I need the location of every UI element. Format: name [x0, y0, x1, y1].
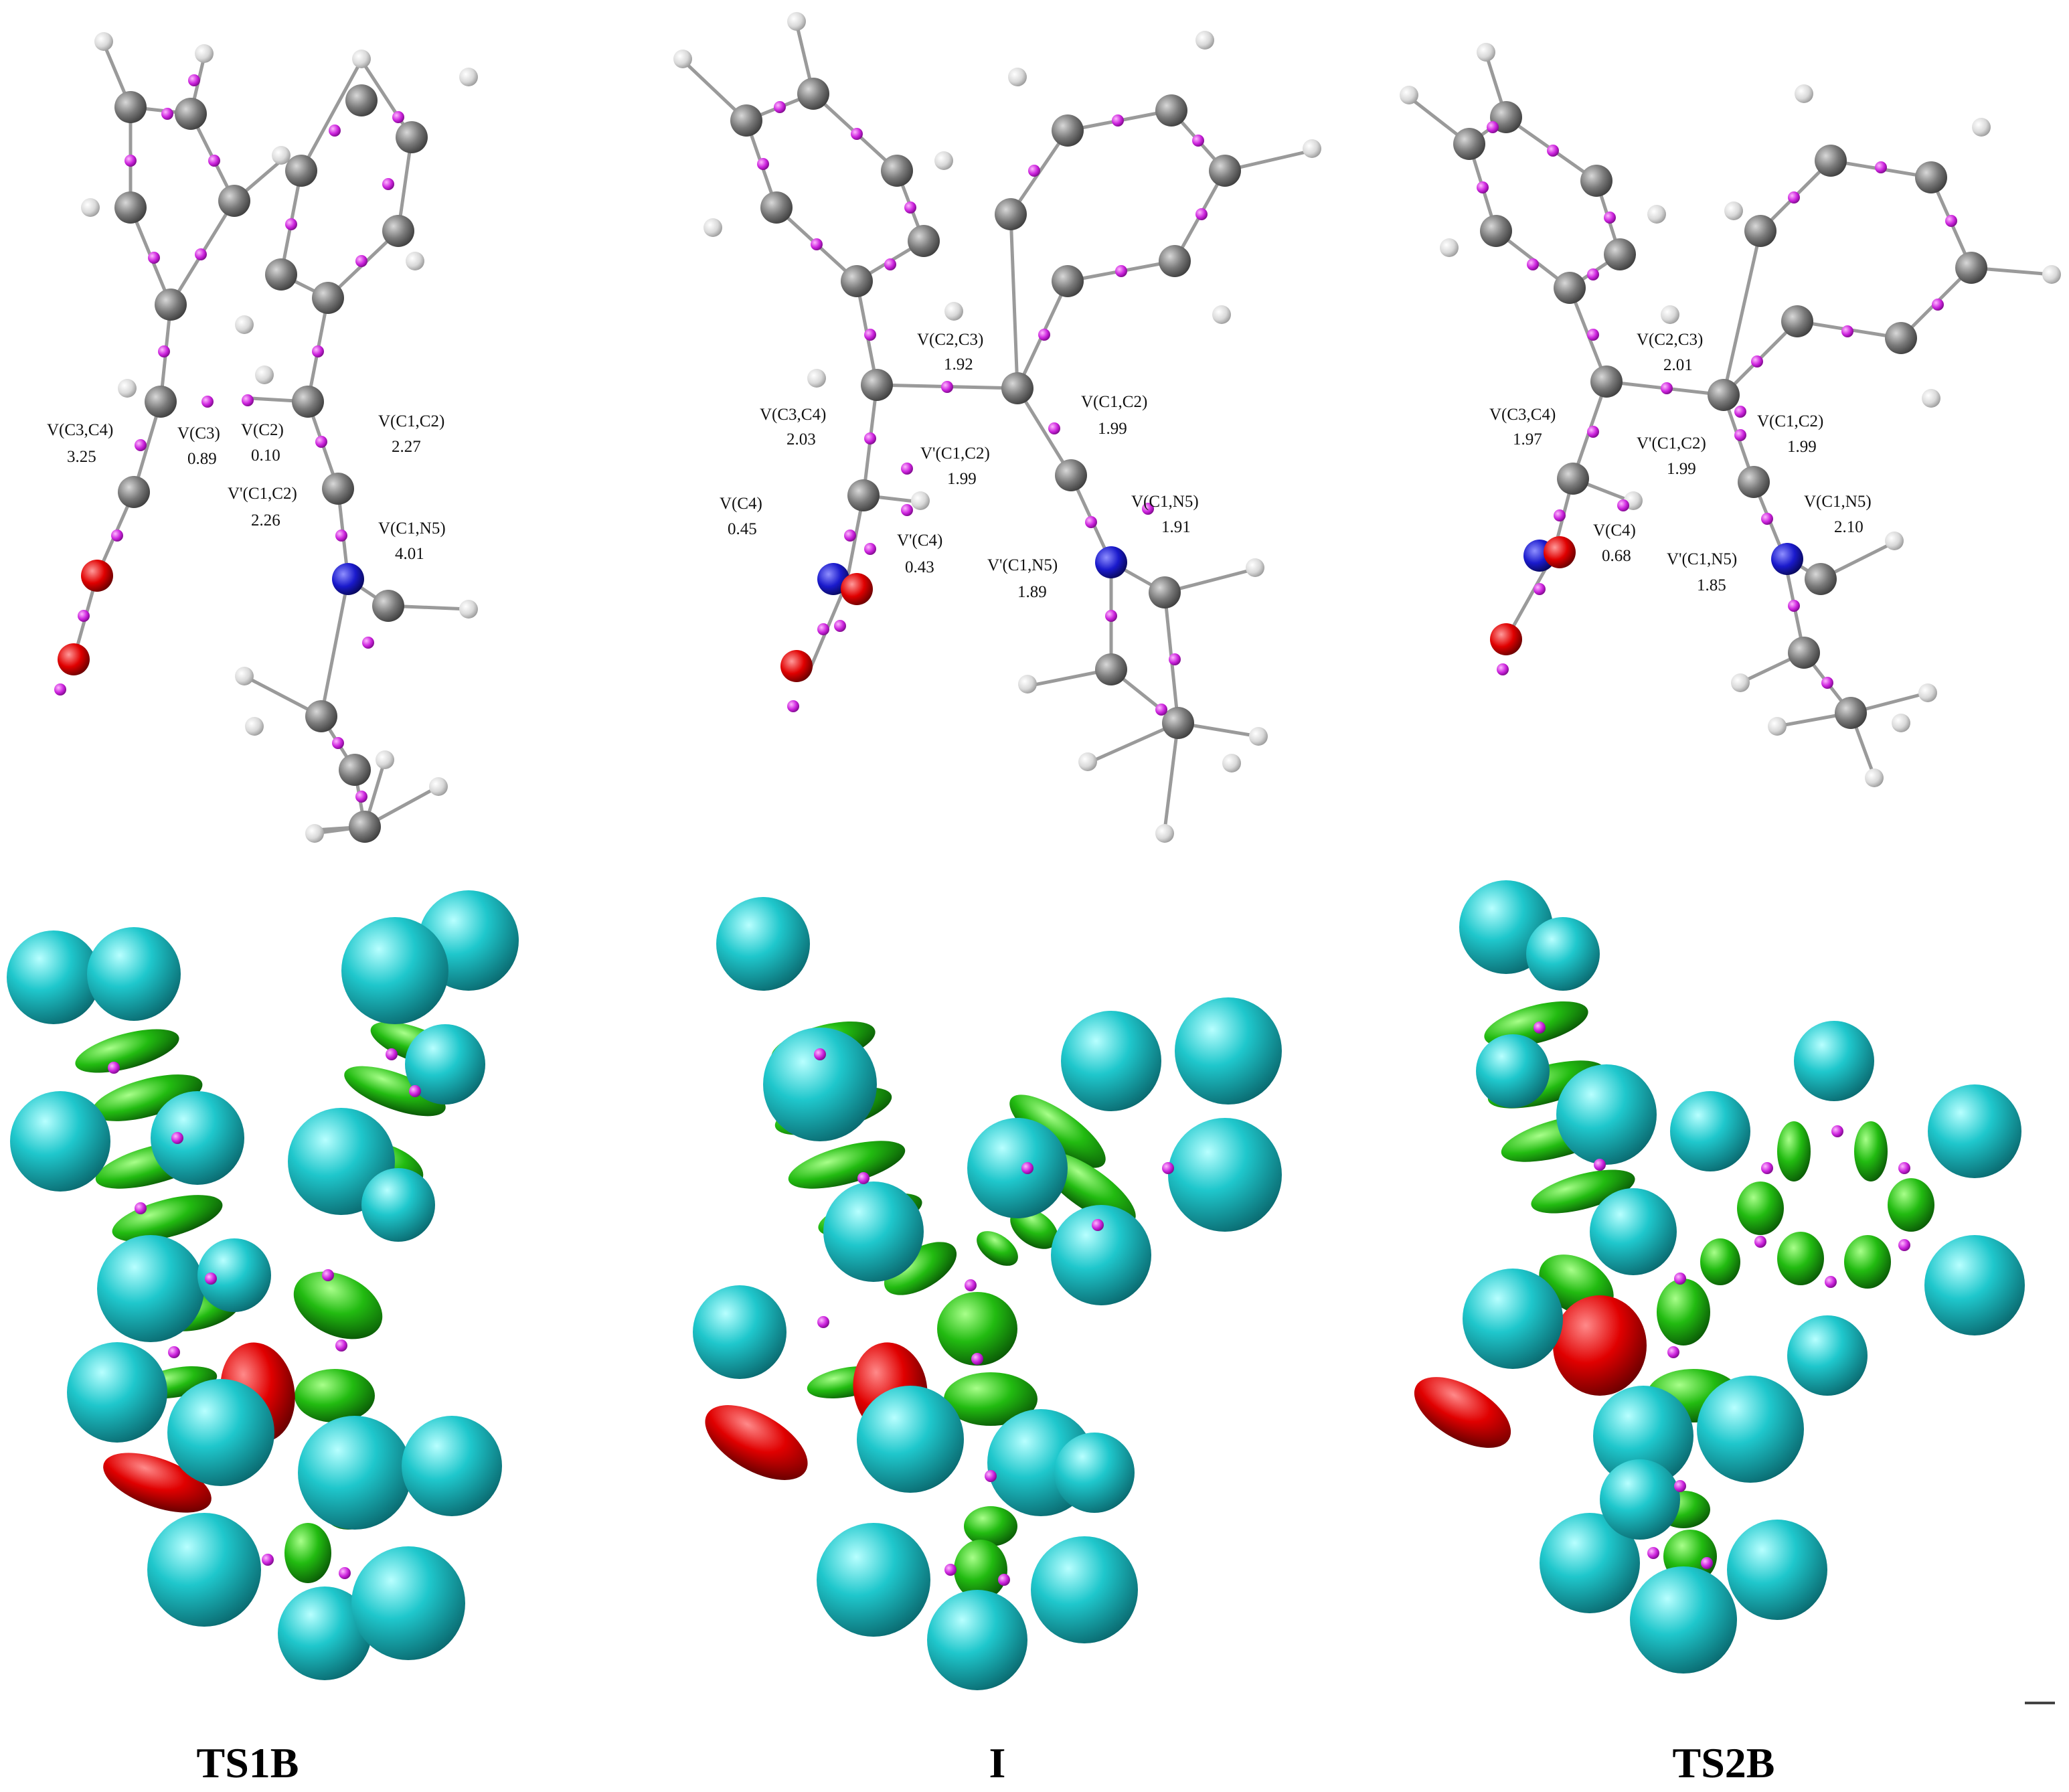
panel-i-elf-basins — [693, 897, 1282, 1690]
protonated-basins — [1459, 880, 2025, 1674]
label-value-vp-c4: 0.43 — [905, 558, 934, 576]
label-name-v-c2c3: V(C2,C3) — [917, 331, 983, 349]
label-name-v-c3c4: V(C3,C4) — [1489, 406, 1556, 424]
basin-labels: V(C3,C4) 3.25 V(C3) 0.89 V(C2) 0.10 V(C1… — [47, 412, 446, 563]
atoms — [1400, 43, 2061, 787]
basin-labels: V(C2,C3) 1.92 V(C3,C4) 2.03 V(C1,C2) 1.9… — [720, 331, 1199, 601]
label-value-v-c1c2: 2.27 — [392, 438, 421, 456]
attractors — [1477, 121, 1957, 689]
label-value-v-c1c2: 1.99 — [1098, 420, 1127, 438]
label-value-v-c3c4: 1.97 — [1513, 430, 1542, 449]
label-name-v-c3c4: V(C3,C4) — [47, 421, 113, 439]
label-name-v-c1n5: V(C1,N5) — [378, 519, 446, 538]
label-name-v-c4: V(C4) — [1593, 521, 1636, 540]
label-name-v-c1c2: V(C1,C2) — [1757, 412, 1823, 430]
attractors — [814, 1048, 1174, 1586]
panel-i-structure: V(C2,C3) 1.92 V(C3,C4) 2.03 V(C1,C2) 1.9… — [673, 12, 1321, 843]
label-name-v-c3c4: V(C3,C4) — [760, 406, 826, 424]
label-name-vp-c1n5: V'(C1,N5) — [987, 556, 1058, 574]
label-value-v-c4: 0.68 — [1602, 547, 1631, 565]
monosynaptic-basins — [1414, 1295, 1647, 1448]
label-value-vp-c1n5: 1.89 — [1017, 583, 1047, 601]
atoms — [673, 12, 1321, 843]
caption-ts2b: TS2B — [1673, 1739, 1775, 1787]
attractors — [757, 101, 1208, 716]
label-name-vp-c1c2: V'(C1,C2) — [228, 485, 297, 503]
label-value-v-c2c3: 2.01 — [1663, 356, 1693, 374]
label-name-v-c2: V(C2) — [241, 421, 284, 439]
panel-ts2b-elf-basins — [1414, 880, 2025, 1674]
bonds — [681, 21, 1314, 832]
label-name-v-c1n5: V(C1,N5) — [1804, 493, 1872, 511]
label-value-vp-c1c2: 1.99 — [947, 470, 977, 488]
basin-labels: V(C2,C3) 2.01 V(C3,C4) 1.97 V(C1,C2) 1.9… — [1489, 331, 1872, 594]
label-name-vp-c1c2: V'(C1,C2) — [920, 444, 990, 463]
label-name-v-c1c2: V(C1,C2) — [1081, 393, 1147, 411]
label-value-v-c2c3: 1.92 — [944, 355, 973, 374]
label-value-v-c3c4: 3.25 — [67, 448, 96, 466]
attractors — [54, 74, 404, 803]
label-name-vp-c1c2: V'(C1,C2) — [1637, 434, 1706, 453]
label-value-v-c3: 0.89 — [187, 450, 217, 468]
panel-ts2b-structure: V(C2,C3) 2.01 V(C3,C4) 1.97 V(C1,C2) 1.9… — [1400, 43, 2061, 787]
label-value-v-c1n5: 2.10 — [1834, 518, 1864, 536]
protonated-basins — [693, 897, 1282, 1690]
attractors — [108, 1048, 421, 1579]
label-name-v-c3: V(C3) — [177, 424, 220, 442]
panel-ts1b-structure: V(C3,C4) 3.25 V(C3) 0.89 V(C2) 0.10 V(C1… — [47, 32, 478, 843]
label-value-v-c3c4: 2.03 — [787, 430, 816, 449]
caption-ts1b: TS1B — [197, 1739, 299, 1787]
atoms — [58, 32, 478, 843]
label-value-v-c4: 0.45 — [728, 520, 757, 538]
label-value-vp-c1c2: 1.99 — [1667, 460, 1696, 478]
label-value-v-c1n5: 1.91 — [1161, 518, 1191, 536]
label-name-vp-c4: V'(C4) — [897, 532, 942, 550]
label-name-v-c4: V(C4) — [720, 495, 762, 513]
label-value-v-c2: 0.10 — [251, 446, 280, 465]
panel-ts1b-elf-basins — [7, 890, 519, 1680]
label-value-v-c1c2: 1.99 — [1787, 438, 1817, 456]
label-value-vp-c1c2: 2.26 — [251, 511, 280, 530]
caption-i: I — [989, 1739, 1006, 1787]
label-value-v-c1n5: 4.01 — [395, 545, 424, 563]
attractors — [1534, 1022, 1910, 1569]
label-value-vp-c1n5: 1.85 — [1697, 576, 1726, 594]
label-name-v-c1n5: V(C1,N5) — [1131, 493, 1199, 511]
protonated-basins — [7, 890, 519, 1680]
label-name-v-c2c3: V(C2,C3) — [1637, 331, 1703, 349]
label-name-v-c1c2: V(C1,C2) — [378, 412, 444, 430]
label-name-vp-c1n5: V'(C1,N5) — [1667, 550, 1737, 568]
